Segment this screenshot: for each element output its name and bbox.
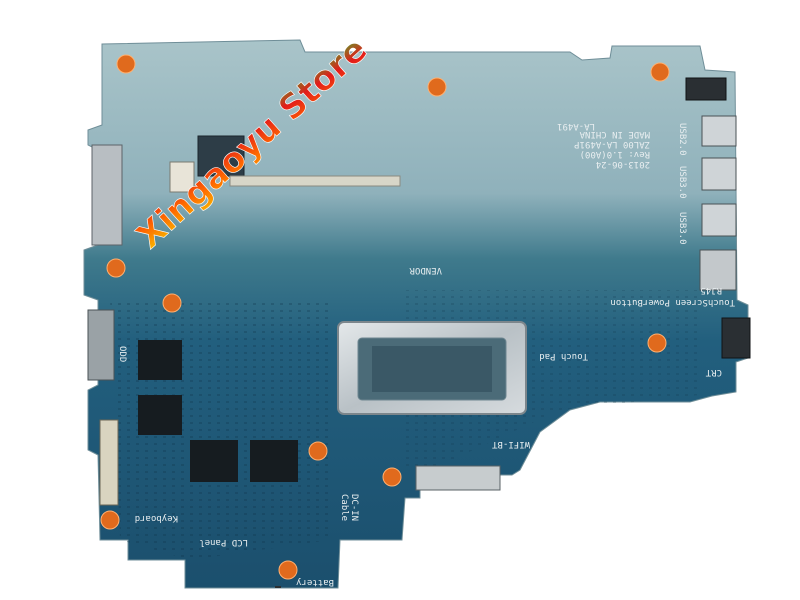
label-rj45: RJ45 [700, 285, 722, 295]
label-la-a491: LA-A491 [557, 121, 595, 131]
memory-chip-2 [138, 395, 182, 435]
label-sticker [229, 175, 401, 187]
memory-chip-4 [250, 440, 298, 482]
label-model: ZAL00 LA-A491P [574, 139, 650, 149]
cpu-bracket [337, 321, 527, 415]
label-lcd-panel: LCD Panel [199, 537, 248, 547]
left-connector-top [91, 144, 123, 246]
label-rev: Rev: 1.0(A00) [580, 149, 650, 159]
label-wifi-bt: WIFI-BT [491, 439, 530, 449]
label-usb3-b: USB3.0 [677, 212, 687, 245]
rj45-port [699, 249, 737, 291]
label-made-in: MADE IN CHINA [579, 129, 650, 139]
controller-chip [197, 135, 245, 177]
label-date: 2013-06-24 [596, 159, 650, 169]
battery-connector [275, 586, 281, 588]
memory-chip-3 [190, 440, 238, 482]
label-crt: CRT [705, 367, 722, 377]
label-keyboard: Keyboard [135, 513, 178, 523]
screw-pads [100, 54, 670, 580]
label-touchpad: Touch Pad [539, 351, 588, 361]
connector-top [169, 161, 195, 193]
label-battery: Battery [295, 577, 334, 587]
memory-chip-1 [138, 340, 182, 380]
usb3-port-b [701, 203, 737, 237]
audio-jack [685, 77, 727, 101]
wifi-slot [415, 465, 501, 491]
usb3-port-a [701, 157, 737, 191]
label-cable: Cable [339, 494, 349, 521]
crt-port [721, 317, 751, 359]
label-usb3-a: USB3.0 [677, 166, 687, 199]
odd-connector [87, 309, 115, 381]
label-odd: ODD [117, 346, 127, 362]
label-touchscreen-power: TouchScreen PowerButton [610, 297, 735, 307]
silkscreen-text: ZAL00 LA-A491P Rev: 1.0(A00) 2013-06-24 … [117, 121, 735, 587]
label-usb2: USB2.0 [677, 123, 687, 156]
label-vendor: VENDOR [409, 265, 442, 275]
usb2-port [701, 115, 737, 147]
keyboard-connector [99, 419, 119, 506]
label-dc-in: DC-IN [349, 494, 359, 521]
